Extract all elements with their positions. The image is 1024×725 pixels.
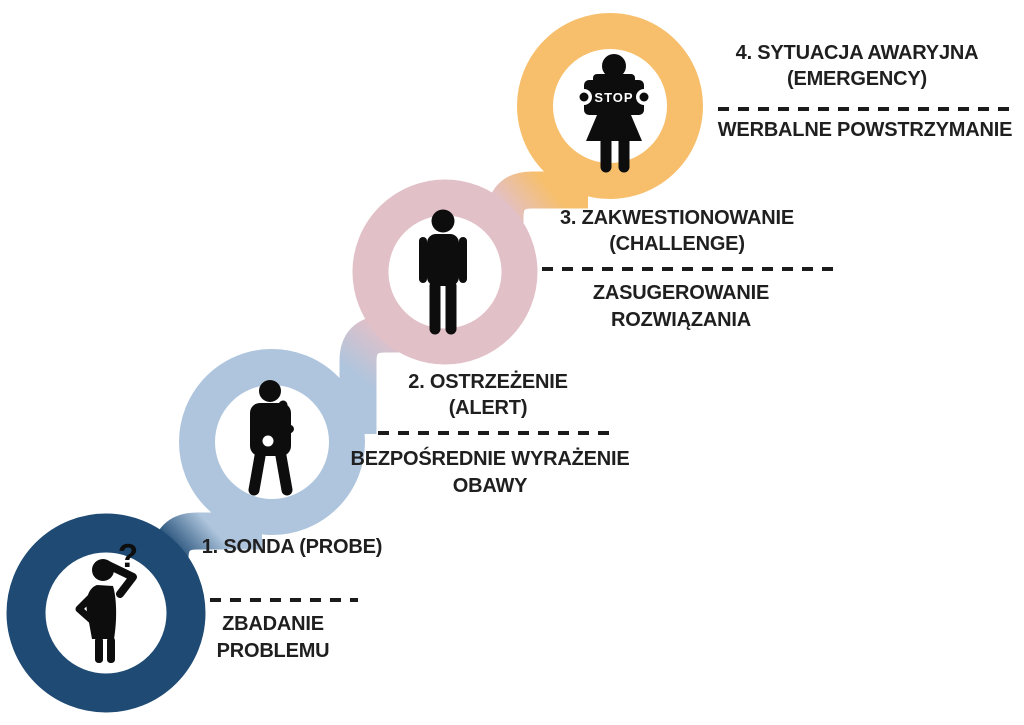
step-4-title: 4. SYTUACJA AWARYJNA (EMERGENCY) <box>736 40 979 92</box>
step-2-title-line2: (ALERT) <box>448 397 528 419</box>
standing-person-icon <box>419 209 467 335</box>
step-3-ring <box>352 179 538 365</box>
step-3-divider <box>542 267 842 271</box>
step-3-title-line2: (CHALLENGE) <box>609 233 745 255</box>
step-4-title-line1: 4. SYTUACJA AWARYJNA <box>735 42 979 64</box>
step-2-ring <box>179 349 365 535</box>
step-2-title-line1: 2. OSTRZEŻENIE <box>408 371 568 393</box>
step-1-desc-line1: ZBADANIE <box>222 613 324 635</box>
person-with-bag-icon <box>248 380 294 496</box>
person-stop-sign-icon: STOP <box>576 54 652 173</box>
step-2-description: BEZPOŚREDNIE WYRAŻENIE OBAWY <box>351 446 630 500</box>
step-1-title-line1: 1. SONDA (PROBE) <box>201 536 383 558</box>
step-4-ring <box>517 13 703 199</box>
step-3-title: 3. ZAKWESTIONOWANIE (CHALLENGE) <box>560 205 794 257</box>
step-1-description: ZBADANIE PROBLEMU <box>217 611 330 665</box>
step-2-desc-line2: OBAWY <box>452 475 528 497</box>
step-3-title-line1: 3. ZAKWESTIONOWANIE <box>560 207 794 229</box>
question-mark-glyph: ? <box>118 537 138 574</box>
step-2-divider <box>378 431 616 435</box>
step-1-divider <box>210 598 358 602</box>
step-1-ring <box>6 513 206 713</box>
step-4-description: WERBALNE POWSTRZYMANIE <box>717 117 1013 144</box>
step-2-title: 2. OSTRZEŻENIE (ALERT) <box>408 369 568 421</box>
step-3-desc-line2: ROZWIĄZANIA <box>610 309 751 331</box>
step-4-title-line2: (EMERGENCY) <box>786 68 928 90</box>
step-1-title: 1. SONDA (PROBE) <box>202 534 383 560</box>
step-3-desc-line1: ZASUGEROWANIE <box>592 282 770 304</box>
step-1-desc-line2: PROBLEMU <box>216 640 330 662</box>
step-3-description: ZASUGEROWANIE ROZWIĄZANIA <box>593 280 769 334</box>
thinking-person-icon: ? <box>75 537 138 663</box>
stop-sign-label: STOP <box>594 90 633 105</box>
step-4-divider <box>718 107 1018 111</box>
step-2-desc-line1: BEZPOŚREDNIE WYRAŻENIE <box>350 448 630 470</box>
step-4-desc-line1: WERBALNE POWSTRZYMANIE <box>717 119 1013 141</box>
